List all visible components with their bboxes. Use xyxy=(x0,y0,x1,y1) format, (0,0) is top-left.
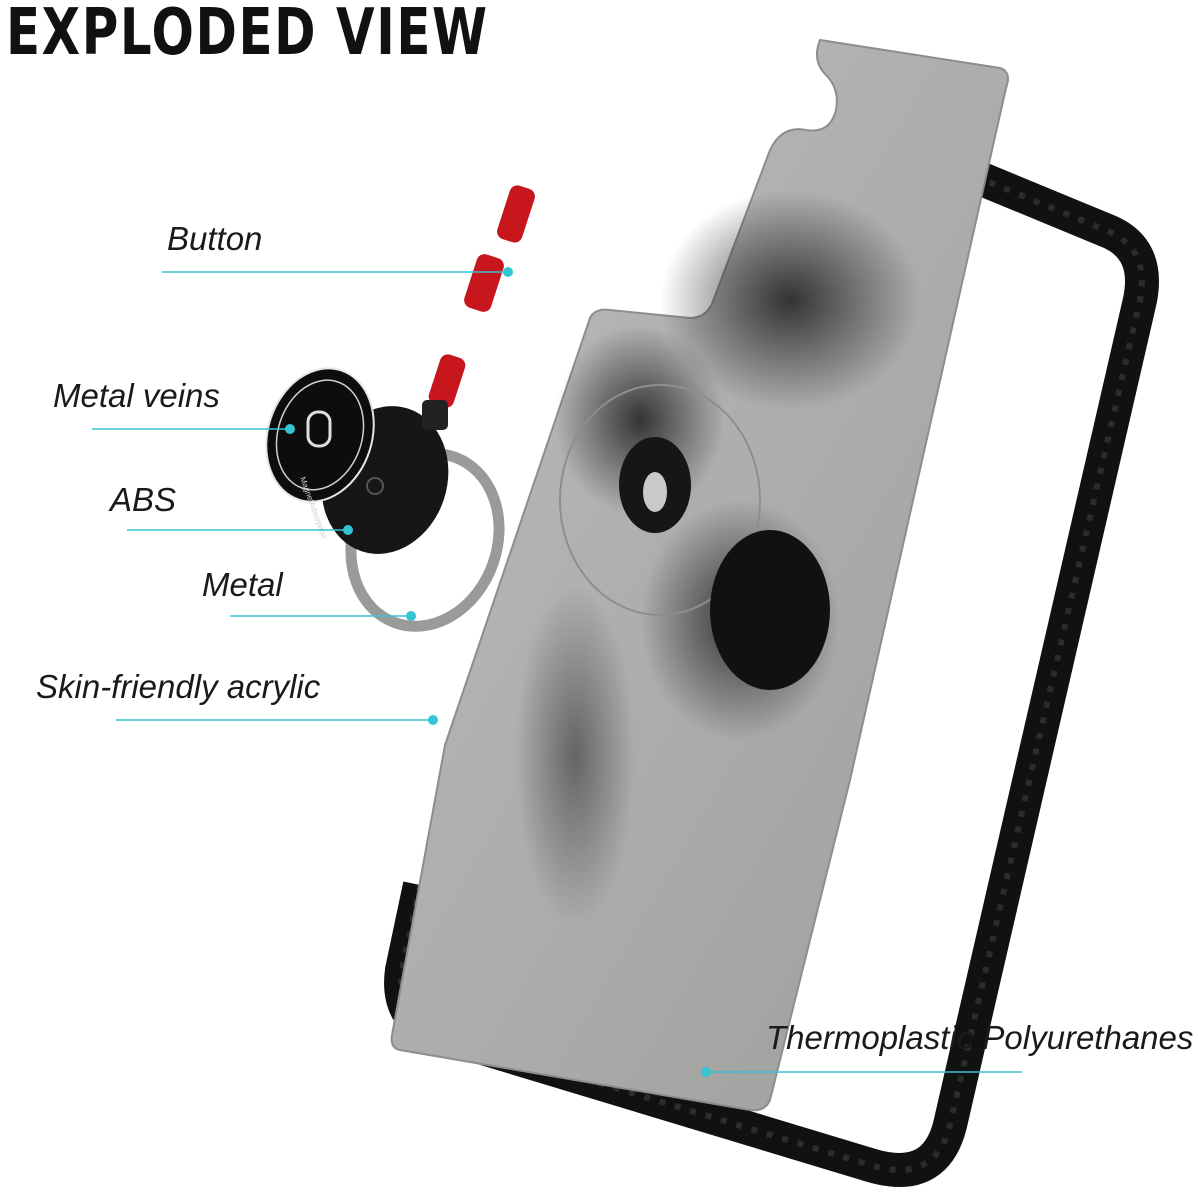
magnet-logo-icon xyxy=(306,410,332,448)
label-abs: ABS xyxy=(110,481,177,518)
label-button: Button xyxy=(167,220,263,257)
leader-lines xyxy=(92,267,1022,1077)
label-thermoplastic-polyurethanes: Thermoplastic Polyurethanes xyxy=(766,1019,1194,1056)
side-buttons xyxy=(428,185,535,408)
acrylic-back-plate xyxy=(390,38,1009,1112)
label-metal: Metal xyxy=(202,566,283,603)
label-metal-veins: Metal veins xyxy=(53,377,220,414)
page-title: EXPLODED VIEW xyxy=(6,0,489,70)
label-skin-friendly-acrylic: Skin-friendly acrylic xyxy=(36,668,321,705)
